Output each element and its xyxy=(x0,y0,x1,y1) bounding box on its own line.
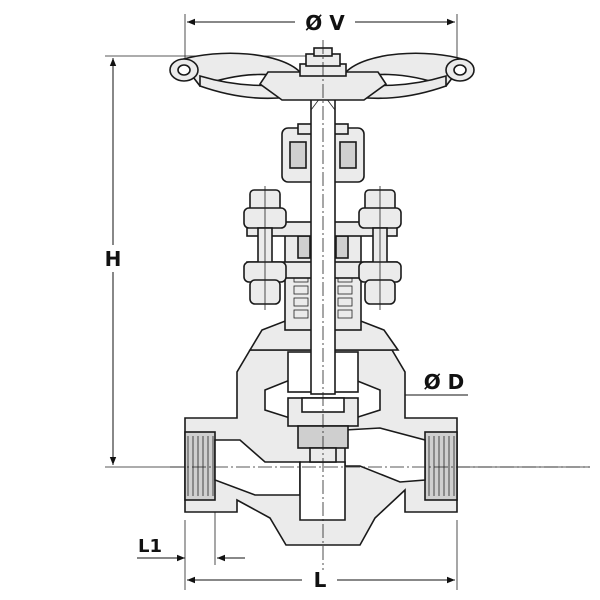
dim-label-length: L xyxy=(314,568,327,592)
dimension-l xyxy=(184,520,458,590)
dim-label-port-diameter: Ø D xyxy=(424,370,465,394)
handwheel xyxy=(169,47,475,101)
dim-label-height: H xyxy=(105,247,122,271)
bolt-left xyxy=(243,186,287,310)
dim-label-handwheel-diameter: Ø V xyxy=(305,11,345,35)
dim-label-thread-length: L1 xyxy=(138,536,162,557)
center-lines xyxy=(170,40,590,570)
bolt-right xyxy=(358,186,402,310)
